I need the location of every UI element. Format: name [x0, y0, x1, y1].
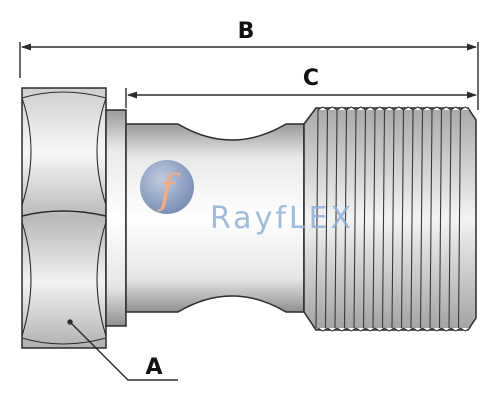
thread-tooth-bottom: [384, 327, 395, 332]
thread-tooth-top: [327, 106, 338, 111]
thread-tooth-top: [441, 106, 452, 111]
thread-tooth-top: [384, 106, 395, 111]
thread-tooth-bottom: [374, 327, 385, 332]
dimension-b-arrow-left: [21, 43, 31, 51]
thread-line: [334, 109, 338, 329]
thread-tooth-top: [412, 106, 423, 111]
collar: [105, 109, 127, 327]
dimension-c: [125, 88, 477, 108]
thread-tooth-top: [336, 106, 347, 111]
thread-tooth-bottom: [431, 327, 442, 332]
thread-line: [381, 109, 386, 329]
watermark: f RayfLEX: [140, 160, 354, 236]
thread-tooth-bottom: [346, 327, 357, 332]
thread-tooth-top: [393, 106, 404, 111]
hex-head-body: [21, 87, 107, 349]
thread-tooth-bottom: [355, 327, 366, 332]
dimension-b: [19, 42, 479, 110]
thread-teeth: [317, 106, 471, 332]
thread-tooth-bottom: [317, 327, 328, 332]
thread-line: [391, 109, 395, 329]
thread-line: [315, 109, 319, 329]
thread-line: [448, 109, 452, 329]
thread-lines: [315, 109, 462, 329]
thread-tooth-bottom: [460, 327, 471, 332]
thread-tooth-top: [355, 106, 366, 111]
thread-line: [372, 109, 376, 329]
hex-head-edge-line: [21, 210, 107, 217]
thread-tooth-bottom: [327, 327, 338, 332]
thread-tooth-top: [403, 106, 414, 111]
thread-tooth-top: [431, 106, 442, 111]
hex-head-upper-face: [21, 91, 107, 206]
thread-tooth-bottom: [441, 327, 452, 332]
leader-a: [67, 319, 178, 381]
thread-tooth-bottom: [450, 327, 461, 332]
thread-tooth-bottom: [393, 327, 404, 332]
thread-tooth-top: [374, 106, 385, 111]
thread-tooth-top: [460, 106, 471, 111]
watermark-logo-circle: [140, 160, 194, 214]
thread-tooth-top: [346, 106, 357, 111]
thread-tooth-bottom: [336, 327, 347, 332]
hex-head: [21, 87, 107, 349]
callout-a-label: A: [145, 355, 162, 380]
leader-a-line: [69, 321, 178, 381]
thread-line: [343, 109, 348, 329]
thread-tooth-top: [422, 106, 433, 111]
thread-tooth-top: [365, 106, 376, 111]
threaded-section: [303, 106, 477, 332]
thread-line: [324, 109, 329, 329]
thread-tooth-bottom: [365, 327, 376, 332]
thread-line: [438, 109, 443, 329]
dimension-c-arrow-left: [127, 91, 137, 99]
thread-line: [362, 109, 367, 329]
thread-line: [419, 109, 424, 329]
thread-tooth-top: [450, 106, 461, 111]
thread-line: [457, 109, 462, 329]
thread-tooth-bottom: [403, 327, 414, 332]
dimension-c-arrow-right: [467, 91, 477, 99]
dimension-b-label: B: [238, 19, 255, 44]
dimension-c-label: C: [303, 66, 319, 91]
thread-line: [400, 109, 405, 329]
thread-profile: [303, 107, 477, 331]
thread-line: [429, 109, 433, 329]
thread-line: [353, 109, 357, 329]
thread-tooth-bottom: [412, 327, 423, 332]
dimension-b-arrow-right: [467, 43, 477, 51]
watermark-brand-text: RayfLEX: [210, 201, 354, 236]
thread-tooth-bottom: [422, 327, 433, 332]
hex-head-lower-face: [21, 221, 107, 345]
thread-line: [410, 109, 414, 329]
thread-tooth-top: [317, 106, 328, 111]
